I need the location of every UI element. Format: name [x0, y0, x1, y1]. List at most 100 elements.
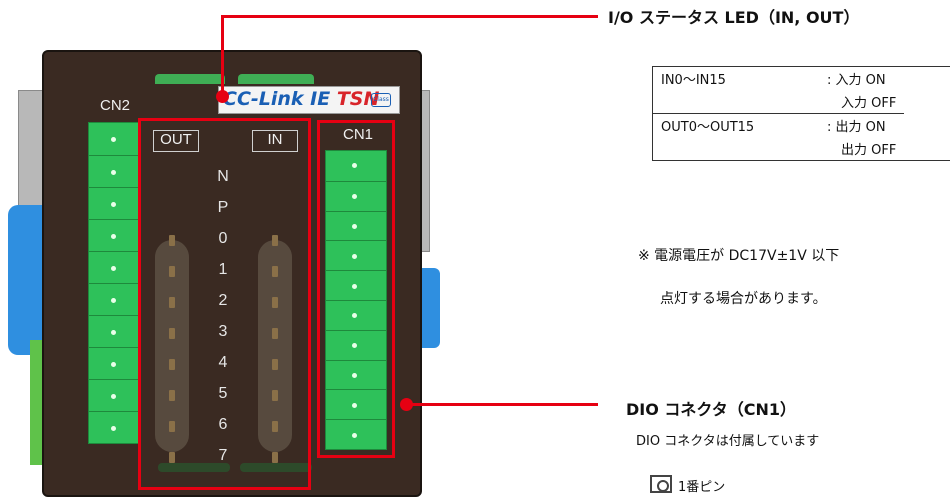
- logo-tsn-text: TSN: [336, 88, 380, 110]
- led-number-label: 0: [218, 230, 228, 247]
- terminal-pin: [89, 251, 139, 283]
- led-number-label: P: [217, 199, 229, 216]
- terminal-pin: [89, 283, 139, 315]
- led-number-label: N: [217, 168, 229, 185]
- status-led: [169, 297, 175, 308]
- status-led: [169, 328, 175, 339]
- terminal-pin: [326, 300, 386, 330]
- terminal-pin-dot: [111, 265, 116, 271]
- dio-callout-dot: [400, 398, 413, 411]
- terminal-pin: [326, 151, 386, 181]
- voltage-note-line1: ※ 電源電圧が DC17V±1V 以下: [638, 248, 840, 264]
- dio-callout-desc: DIO コネクタは付属しています: [636, 434, 820, 449]
- terminal-pin-dot: [111, 361, 116, 367]
- terminal-pin-dot: [352, 163, 357, 169]
- spec-desc-off: 出力 OFF: [841, 143, 897, 158]
- terminal-pin-dot: [111, 393, 116, 399]
- dio-callout-title: DIO コネクタ（CN1）: [626, 400, 797, 419]
- terminal-pin: [89, 155, 139, 187]
- status-led: [169, 452, 175, 463]
- left-blue-clip: [8, 205, 48, 355]
- voltage-note-line2: 点灯する場合があります。: [660, 291, 827, 307]
- terminal-pin-dot: [352, 372, 357, 378]
- led-highlight-box: [138, 118, 311, 490]
- terminal-pin-dot: [352, 283, 357, 289]
- terminal-pin: [89, 315, 139, 347]
- status-led: [272, 297, 278, 308]
- pin1-icon: [650, 475, 672, 493]
- top-tab-right: [238, 74, 314, 84]
- led-number-label: 3: [218, 323, 228, 340]
- status-led: [169, 390, 175, 401]
- terminal-pin-dot: [352, 402, 357, 408]
- led-callout-line-horizontal: [221, 15, 598, 18]
- out-led-column: [155, 235, 189, 463]
- out-label-box: OUT: [153, 130, 199, 152]
- led-spec-table: IN0～IN15 : 入力 ON 入力 OFF OUT0～OUT15: 出力 ON 出力…: [653, 67, 905, 160]
- terminal-pin: [89, 123, 139, 155]
- terminal-pin: [326, 389, 386, 419]
- terminal-pin-dot: [111, 329, 116, 335]
- terminal-pin-dot: [111, 136, 116, 142]
- cn2-terminal-block: [88, 122, 140, 444]
- terminal-pin-dot: [352, 313, 357, 319]
- terminal-pin: [89, 411, 139, 443]
- status-led: [272, 266, 278, 277]
- led-number-label: 5: [218, 385, 228, 402]
- spec-signal: IN0～IN15: [661, 73, 726, 88]
- led-callout-dot: [216, 90, 229, 103]
- terminal-pin-dot: [111, 169, 116, 175]
- spec-desc-on: : 出力 ON: [819, 113, 905, 137]
- terminal-pin: [89, 187, 139, 219]
- logo-main-text: CC-Link IE: [223, 88, 331, 110]
- in-led-column: [258, 235, 292, 463]
- terminal-pin-dot: [352, 194, 357, 200]
- terminal-pin-dot: [352, 432, 357, 438]
- status-led: [169, 421, 175, 432]
- terminal-pin: [89, 219, 139, 251]
- led-number-label: 2: [218, 292, 228, 309]
- terminal-pin: [89, 379, 139, 411]
- cn1-highlight-box: [317, 120, 395, 458]
- terminal-pin-dot: [111, 425, 116, 431]
- spec-row: OUT0～OUT15: 出力 ON: [653, 113, 905, 137]
- terminal-pin-dot: [352, 343, 357, 349]
- dio-callout-line: [408, 403, 598, 406]
- status-led: [169, 359, 175, 370]
- right-blue-clip: [418, 268, 440, 348]
- cc-link-logo: CC-Link IE TSN Class B: [218, 86, 400, 114]
- spec-desc-on: : 入力 ON: [827, 73, 886, 88]
- terminal-pin: [326, 359, 386, 390]
- terminal-pin: [326, 419, 386, 449]
- spec-row: 出力 OFF: [653, 137, 904, 160]
- terminal-pin: [326, 329, 386, 360]
- led-number-label: 6: [218, 416, 228, 433]
- status-led: [169, 235, 175, 246]
- terminal-pin: [326, 210, 386, 241]
- terminal-pin-dot: [111, 233, 116, 239]
- spec-row: 入力 OFF: [653, 90, 904, 114]
- led-number-label: 4: [218, 354, 228, 371]
- status-led: [272, 359, 278, 370]
- spec-signal: OUT0～OUT15: [653, 113, 819, 137]
- terminal-pin-dot: [352, 253, 357, 259]
- terminal-pin: [89, 347, 139, 379]
- status-led: [272, 390, 278, 401]
- led-callout-line-vertical: [221, 15, 224, 95]
- in-label-box: IN: [252, 130, 298, 152]
- top-tab-left: [155, 74, 225, 84]
- terminal-pin-dot: [352, 223, 357, 229]
- terminal-pin-dot: [111, 201, 116, 207]
- cn1-label: CN1: [343, 126, 374, 143]
- spec-row: IN0～IN15 : 入力 ON: [653, 67, 904, 90]
- cn1-terminal-block: [325, 150, 387, 450]
- terminal-pin-dot: [111, 297, 116, 303]
- terminal-pin: [326, 180, 386, 211]
- led-number-label: 1: [218, 261, 228, 278]
- status-led: [272, 235, 278, 246]
- cn2-label: CN2: [100, 97, 131, 114]
- logo-class-badge: Class B: [371, 93, 391, 107]
- bottom-label-left: [158, 463, 230, 472]
- led-spec-table-wrap: IN0～IN15 : 入力 ON 入力 OFF OUT0～OUT15: 出力 ON 出力…: [652, 66, 950, 161]
- spec-desc-off: 入力 OFF: [841, 96, 897, 111]
